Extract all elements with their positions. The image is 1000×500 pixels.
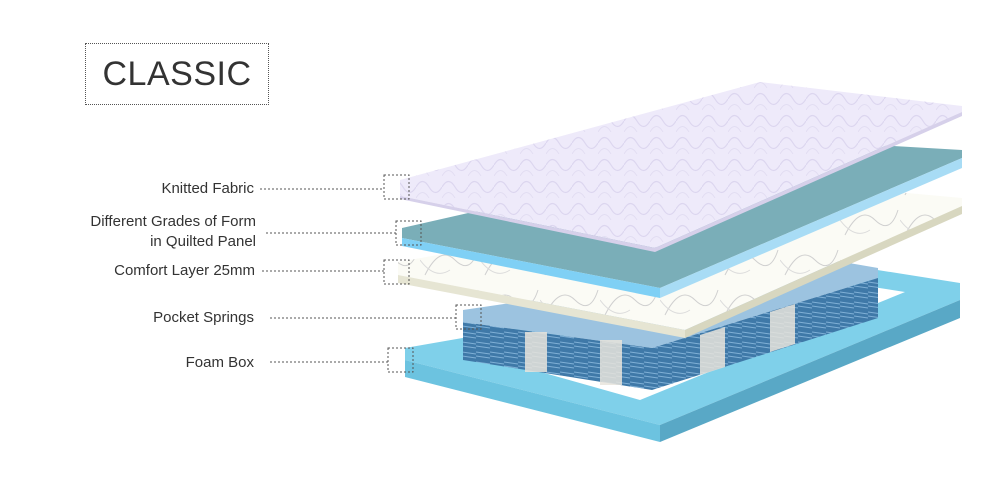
label-comfort-layer: Comfort Layer 25mm (114, 262, 255, 279)
marker-knitted-fabric (383, 174, 410, 200)
label-knitted-fabric: Knitted Fabric (161, 180, 254, 197)
marker-quilted-panel (395, 220, 422, 246)
page-title: CLASSIC (102, 54, 252, 93)
callouts (260, 174, 482, 373)
title-box: CLASSIC (85, 43, 269, 105)
marker-comfort-layer (383, 259, 410, 285)
knitted-fabric-layer (400, 82, 962, 252)
label-quilted-panel-line2: in Quilted Panel (150, 233, 256, 250)
label-foam-box: Foam Box (185, 354, 254, 371)
label-quilted-panel: Different Grades of Form in Quilted Pane… (90, 212, 256, 252)
label-pocket-springs: Pocket Springs (153, 309, 254, 326)
marker-pocket-springs (455, 304, 482, 330)
label-quilted-panel-line1: Different Grades of Form (90, 213, 256, 230)
marker-foam-box (387, 347, 414, 373)
